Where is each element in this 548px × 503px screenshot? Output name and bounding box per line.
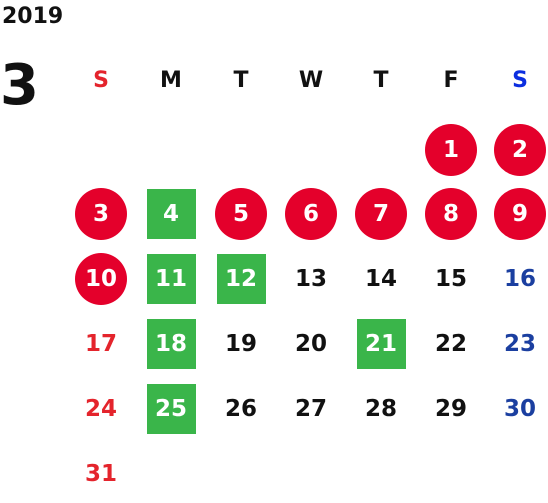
day-cell-10: 10 (75, 253, 127, 305)
day-cell-6: 6 (285, 188, 337, 240)
day-cell-11: 11 (146, 254, 196, 304)
day-cell-4: 4 (146, 189, 196, 239)
day-cell-13: 13 (294, 266, 327, 292)
day-cell-21: 21 (356, 319, 406, 369)
day-cell-24: 24 (84, 396, 117, 422)
day-cell-31: 31 (84, 461, 117, 487)
weekday-header-2: T (233, 67, 249, 93)
weekday-header-3: W (298, 67, 324, 93)
day-cell-23: 23 (503, 331, 536, 357)
day-cell-9: 9 (494, 188, 546, 240)
day-cell-28: 28 (364, 396, 397, 422)
day-cell-22: 22 (434, 331, 467, 357)
year-label: 2019 (2, 4, 64, 29)
weekday-header-4: T (373, 67, 389, 93)
day-cell-16: 16 (503, 266, 536, 292)
weekday-header-1: M (160, 67, 182, 93)
day-cell-27: 27 (294, 396, 327, 422)
day-cell-20: 20 (294, 331, 327, 357)
day-cell-3: 3 (75, 188, 127, 240)
weekday-header-6: S (512, 67, 528, 93)
day-cell-1: 1 (425, 124, 477, 176)
weekday-header-5: F (443, 67, 459, 93)
weekday-header-0: S (93, 67, 109, 93)
day-cell-12: 12 (216, 254, 266, 304)
day-cell-19: 19 (224, 331, 257, 357)
day-cell-17: 17 (84, 331, 117, 357)
day-cell-7: 7 (355, 188, 407, 240)
day-cell-14: 14 (364, 266, 397, 292)
day-cell-30: 30 (503, 396, 536, 422)
day-cell-25: 25 (146, 384, 196, 434)
day-cell-15: 15 (434, 266, 467, 292)
day-cell-8: 8 (425, 188, 477, 240)
day-cell-2: 2 (494, 124, 546, 176)
day-cell-18: 18 (146, 319, 196, 369)
day-cell-29: 29 (434, 396, 467, 422)
month-number: 3 (0, 53, 39, 118)
day-cell-5: 5 (215, 188, 267, 240)
day-cell-26: 26 (224, 396, 257, 422)
